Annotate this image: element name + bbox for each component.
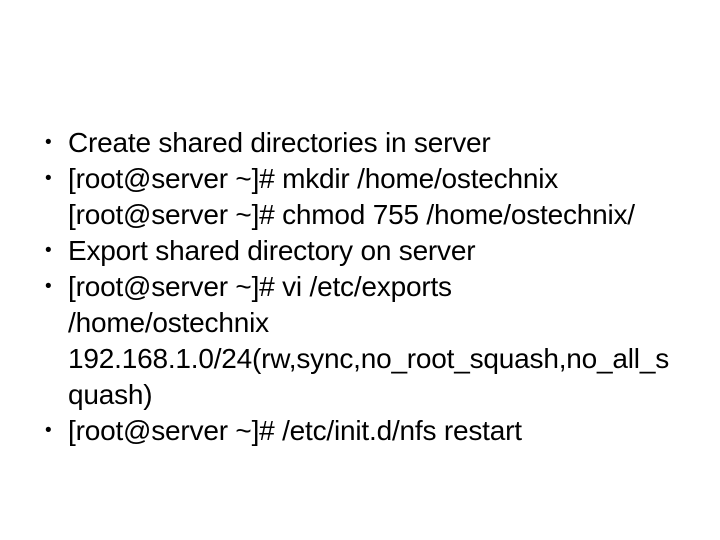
line-text: [root@server ~]# vi /etc/exports: [68, 271, 452, 302]
bullet-icon: •: [45, 276, 52, 297]
line-text: Create shared directories in server: [68, 127, 491, 158]
line-text: [root@server ~]# chmod 755 /home/ostechn…: [68, 199, 635, 230]
bullet-icon: •: [45, 132, 52, 153]
line-text: 192.168.1.0/24(rw,sync,no_root_squash,no…: [68, 343, 670, 374]
continuation-line: /home/ostechnix: [0, 305, 720, 341]
continuation-line: [root@server ~]# chmod 755 /home/ostechn…: [0, 197, 720, 233]
continuation-line: 192.168.1.0/24(rw,sync,no_root_squash,no…: [0, 341, 720, 377]
bullet-line: • Create shared directories in server: [0, 125, 720, 161]
line-text: [root@server ~]# mkdir /home/ostechnix: [68, 163, 559, 194]
bullet-icon: •: [45, 240, 52, 261]
bullet-icon: •: [45, 420, 52, 441]
line-text: /home/ostechnix: [68, 307, 269, 338]
bullet-line: • Export shared directory on server: [0, 233, 720, 269]
line-text: Export shared directory on server: [68, 235, 476, 266]
slide-text-block: • Create shared directories in server • …: [0, 125, 720, 449]
bullet-icon: •: [45, 168, 52, 189]
continuation-line: quash): [0, 377, 720, 413]
line-text: [root@server ~]# /etc/init.d/nfs restart: [68, 415, 522, 446]
bullet-line: • [root@server ~]# vi /etc/exports: [0, 269, 720, 305]
line-text: quash): [68, 379, 153, 410]
bullet-line: • [root@server ~]# /etc/init.d/nfs resta…: [0, 413, 720, 449]
bullet-line: • [root@server ~]# mkdir /home/ostechnix: [0, 161, 720, 197]
